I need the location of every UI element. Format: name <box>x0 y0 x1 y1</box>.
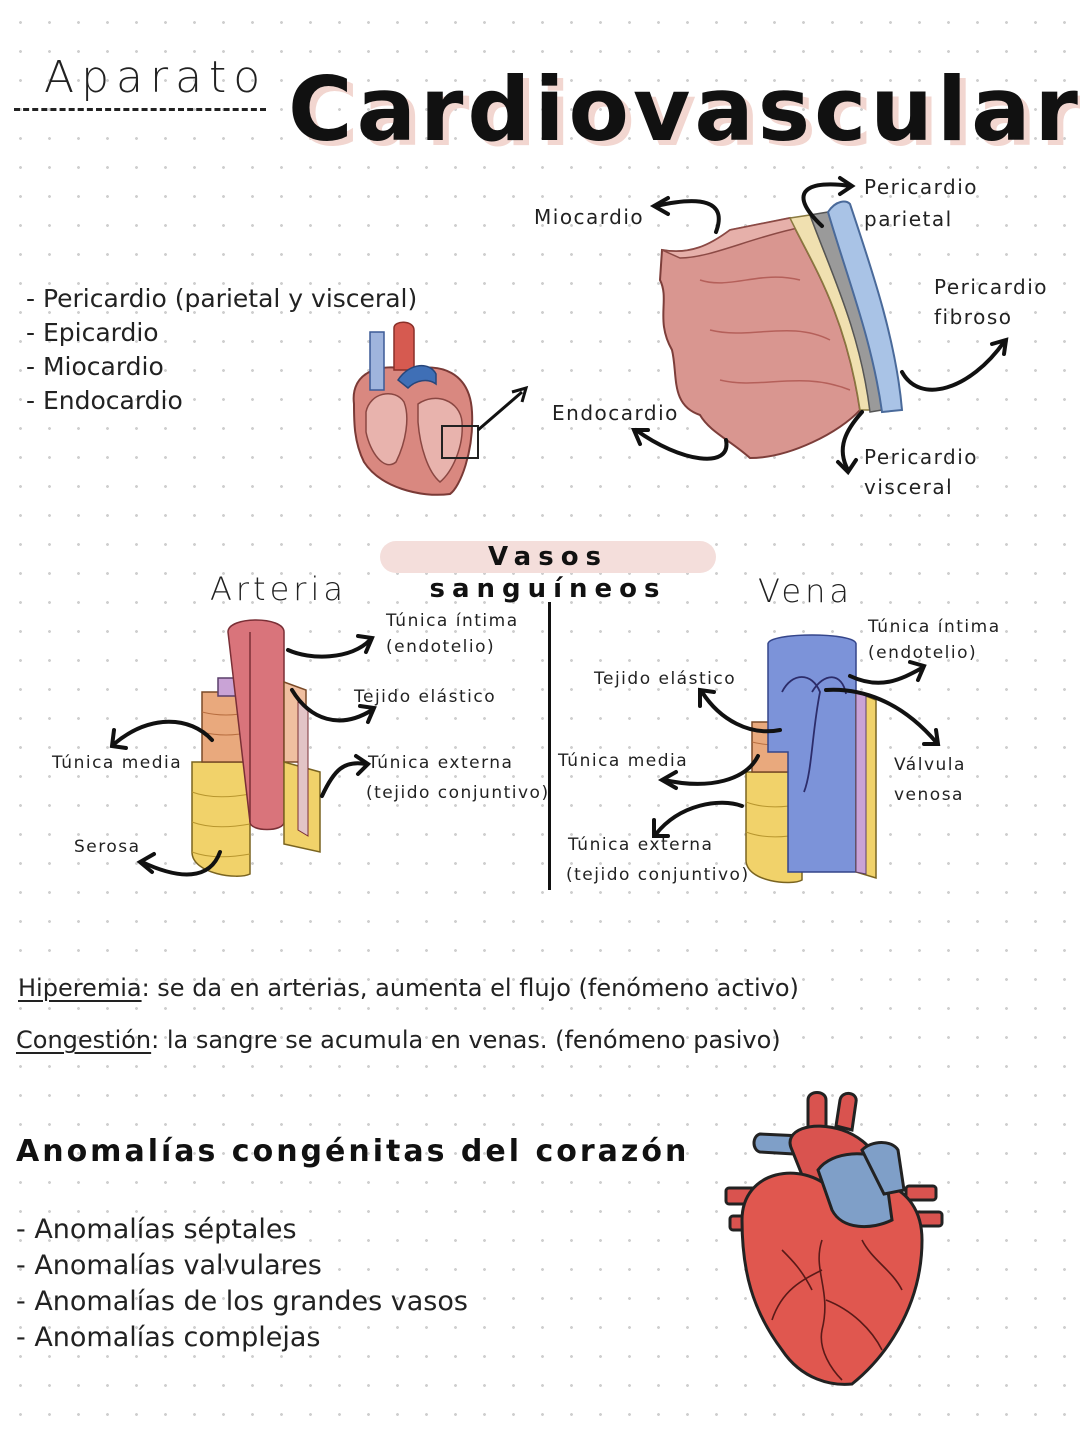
definition-text: : la sangre se acumula en venas. (fenóme… <box>151 1026 781 1054</box>
vein-label-intima-2: (endotelio) <box>868 643 978 663</box>
vein-label-valvula-1: Válvula <box>894 755 966 775</box>
vein-label-media: Túnica media <box>558 751 689 771</box>
anatomical-heart-illustration <box>724 1091 944 1386</box>
heart-layers-list: - Pericardio (parietal y visceral) - Epi… <box>26 282 417 418</box>
artery-illustration <box>191 619 321 877</box>
title-dashed-underline <box>14 108 266 111</box>
artery-label-elastico: Tejido elástico <box>354 687 497 707</box>
artery-label-intima-1: Túnica íntima <box>386 611 519 631</box>
vein-label-intima-1: Túnica íntima <box>868 617 1001 637</box>
artery-label-intima-2: (endotelio) <box>386 637 496 657</box>
label-pericardio-fibroso-2: fibroso <box>934 305 1013 329</box>
label-endocardio: Endocardio <box>552 401 679 425</box>
vein-label-externa-2: (tejido conjuntivo) <box>566 865 750 885</box>
artery-label-externa-1: Túnica externa <box>368 753 514 773</box>
list-item: - Epicardio <box>26 318 159 347</box>
list-item: - Endocardio <box>26 386 183 415</box>
anomalies-list: - Anomalías séptales - Anomalías valvula… <box>16 1212 468 1356</box>
definition-text: : se da en arterias, aumenta el flujo (f… <box>141 974 799 1002</box>
definition-congestion: Congestión: la sangre se acumula en vena… <box>16 1026 781 1054</box>
definition-term: Hiperemia <box>18 974 142 1002</box>
list-item: - Pericardio (parietal y visceral) <box>26 284 418 313</box>
artery-label-serosa: Serosa <box>74 837 141 857</box>
artery-heading: Arteria <box>210 570 347 608</box>
list-item: - Anomalías complejas <box>16 1322 321 1353</box>
label-pericardio-fibroso-1: Pericardio <box>934 275 1049 299</box>
heart-wall-illustration <box>658 200 904 460</box>
label-pericardio-visceral-2: visceral <box>864 475 954 499</box>
artery-label-media: Túnica media <box>52 753 183 773</box>
list-item: - Anomalías de los grandes vasos <box>16 1286 468 1317</box>
label-pericardio-parietal-1: Pericardio <box>864 175 979 199</box>
title-subtitle: Aparato <box>44 52 268 103</box>
vessels-divider <box>548 602 551 890</box>
definition-term: Congestión <box>16 1026 152 1054</box>
heart-section-illustration <box>352 321 529 496</box>
vein-label-valvula-2: venosa <box>894 785 964 805</box>
label-miocardio: Miocardio <box>534 205 645 229</box>
page-title: Cardiovascular <box>288 58 1080 161</box>
artery-label-externa-2: (tejido conjuntivo) <box>366 783 550 803</box>
label-pericardio-parietal-2: parietal <box>864 207 953 231</box>
list-item: - Anomalías valvulares <box>16 1250 322 1281</box>
label-pericardio-visceral-1: Pericardio <box>864 445 979 469</box>
anomalies-title: Anomalías congénitas del corazón <box>16 1134 690 1169</box>
list-item: - Anomalías séptales <box>16 1214 297 1245</box>
definition-hiperemia: Hiperemia: se da en arterias, aumenta el… <box>18 974 799 1002</box>
vein-label-externa-1: Túnica externa <box>568 835 714 855</box>
list-item: - Miocardio <box>26 352 164 381</box>
vein-label-elastico: Tejido elástico <box>594 669 737 689</box>
vein-heading: Vena <box>758 572 853 610</box>
vessels-section-title: Vasos sanguíneos <box>380 541 716 604</box>
